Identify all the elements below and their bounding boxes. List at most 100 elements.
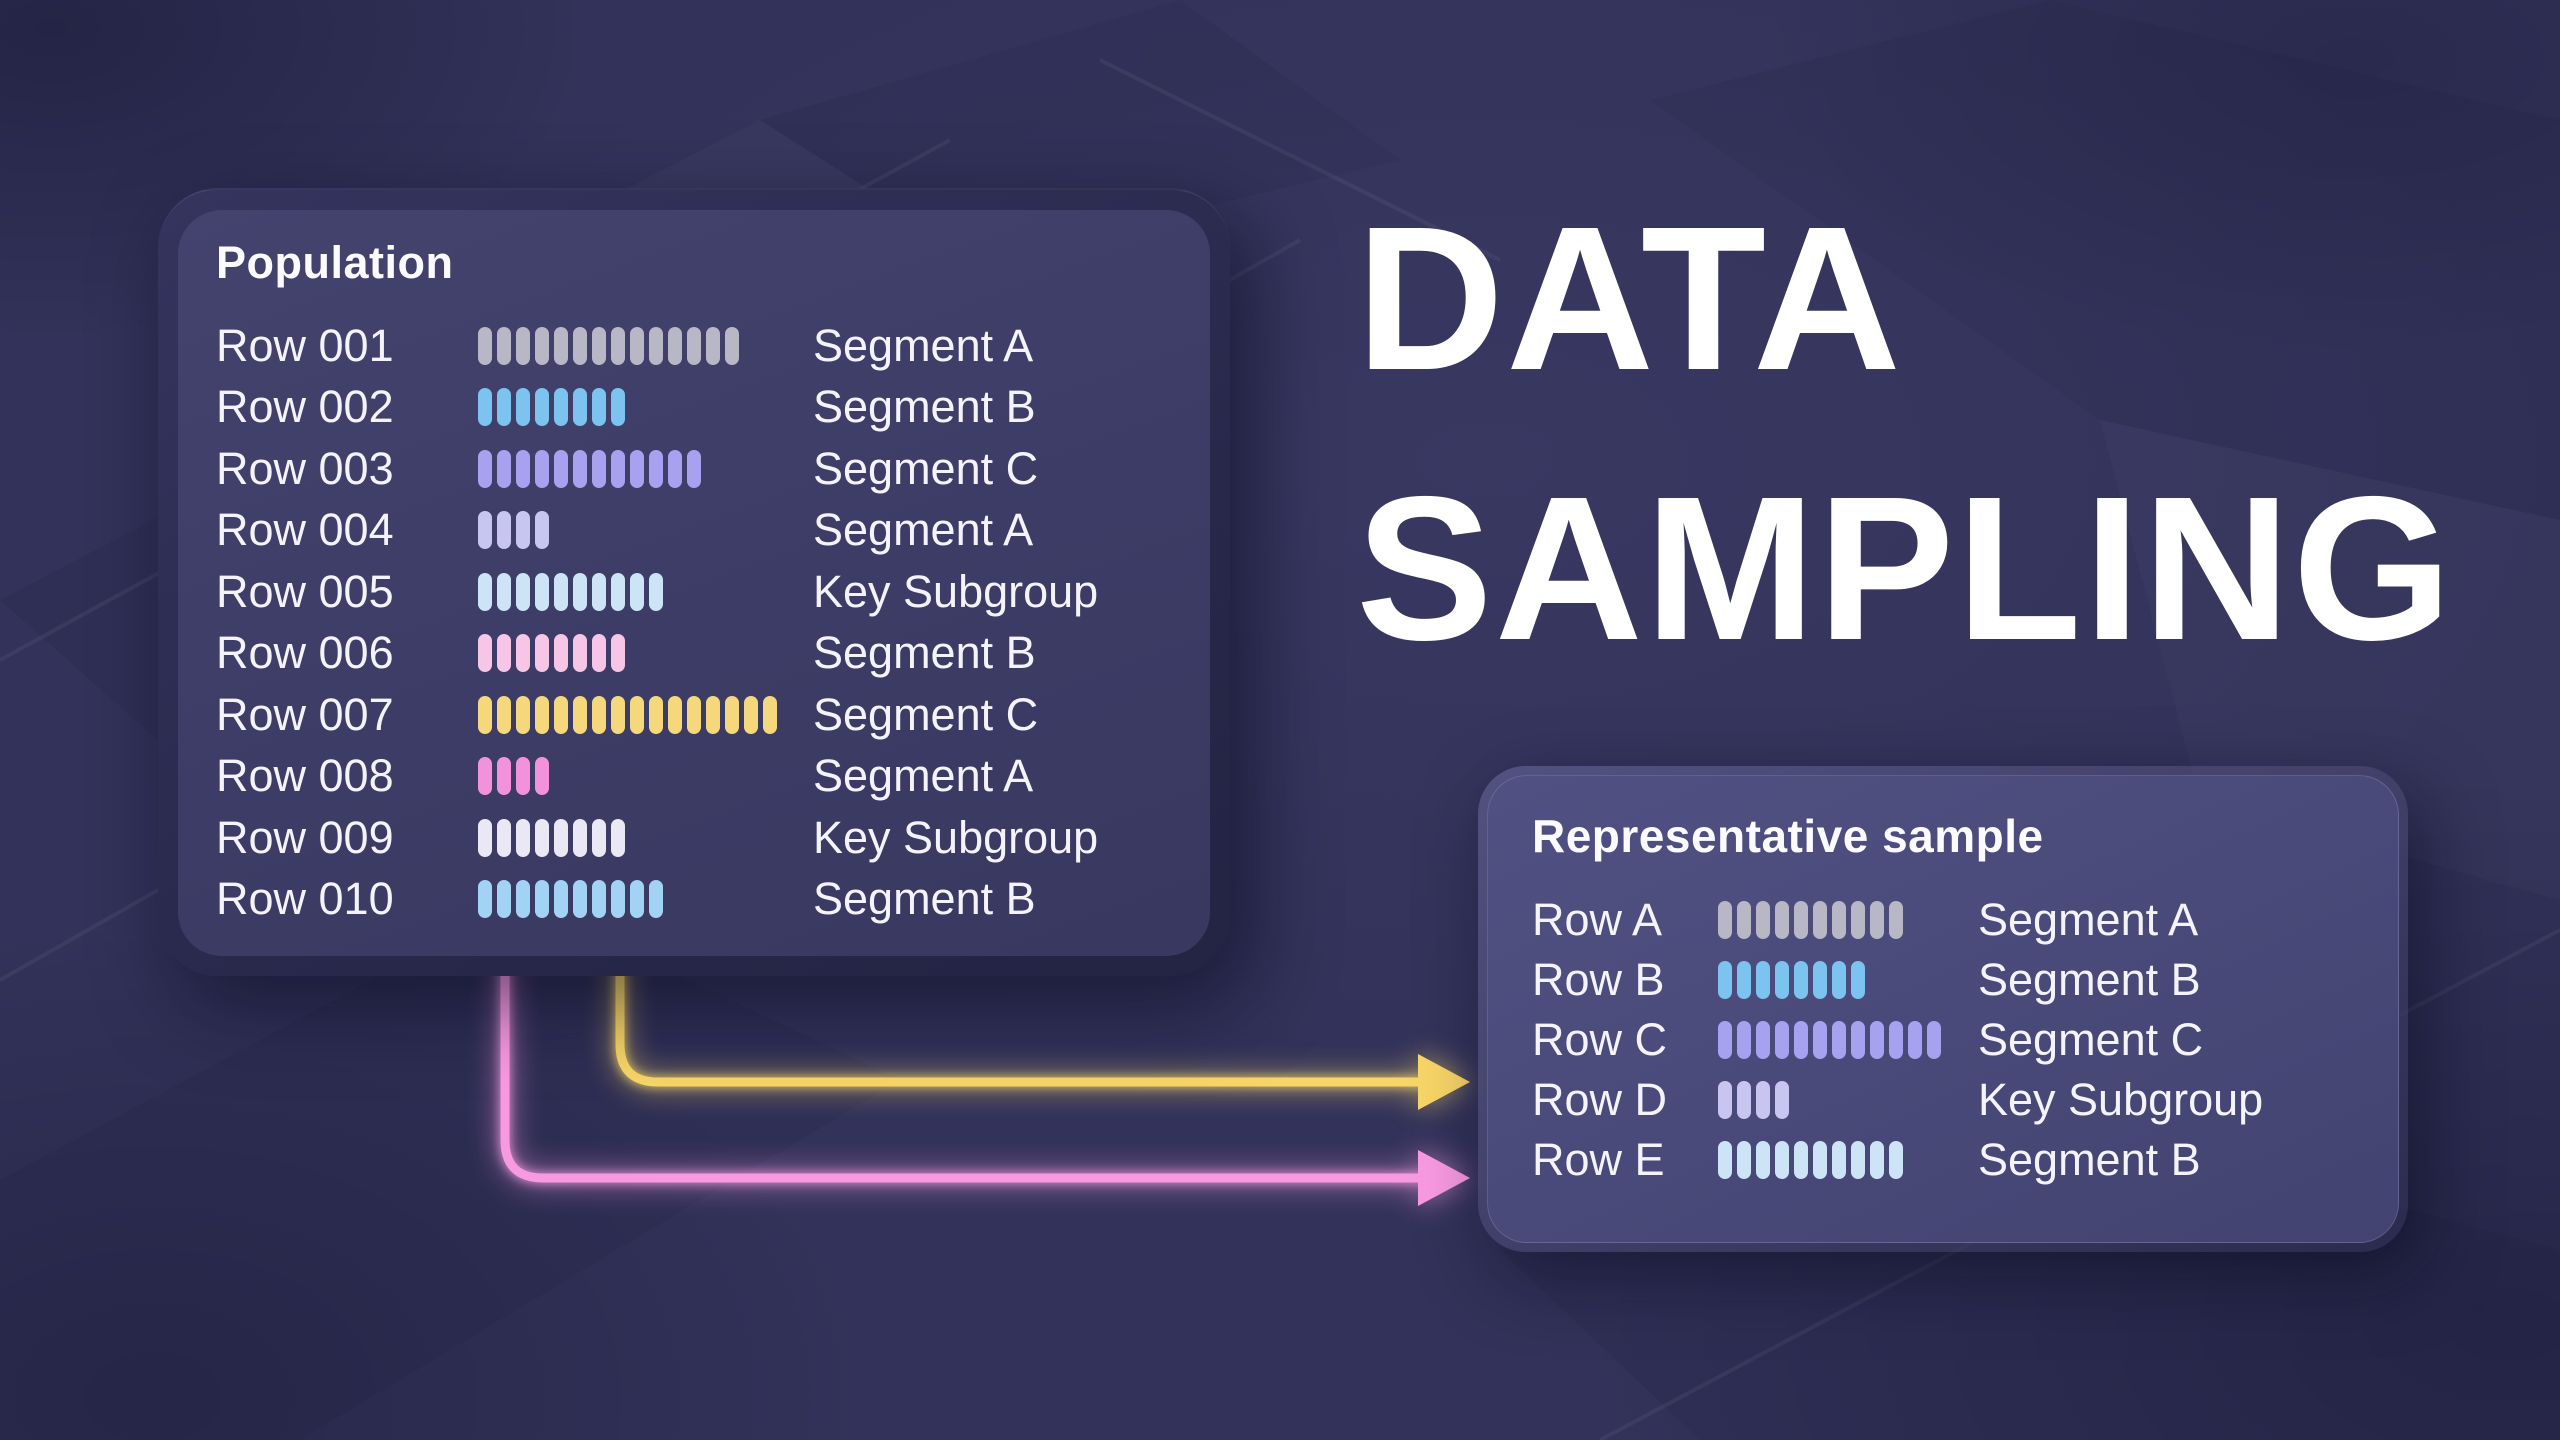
row-label: Row 003 bbox=[216, 442, 394, 494]
tick bbox=[1756, 961, 1770, 999]
tick bbox=[497, 695, 511, 734]
pink-arrow bbox=[497, 952, 1472, 1208]
tick-bar bbox=[478, 449, 813, 488]
tick bbox=[554, 449, 568, 488]
row-label: Row 007 bbox=[216, 688, 394, 740]
tick bbox=[573, 634, 587, 673]
tick bbox=[535, 326, 549, 365]
segment-label: Segment A bbox=[813, 504, 1034, 556]
tick bbox=[554, 818, 568, 857]
tick-bar bbox=[478, 634, 813, 673]
tick bbox=[497, 388, 511, 427]
row-label: Row 010 bbox=[216, 873, 394, 925]
tick bbox=[611, 388, 625, 427]
segment-label: Key Subgroup bbox=[813, 811, 1099, 863]
row-label: Row E bbox=[1532, 1134, 1665, 1185]
tick bbox=[1737, 1141, 1751, 1179]
row-label: Row 008 bbox=[216, 750, 394, 802]
tick bbox=[1870, 1021, 1884, 1059]
tick-bar bbox=[1718, 901, 1978, 939]
tick bbox=[630, 695, 644, 734]
tick bbox=[497, 818, 511, 857]
tick bbox=[1832, 1021, 1846, 1059]
tick bbox=[592, 818, 606, 857]
tick bbox=[668, 326, 682, 365]
tick-bar bbox=[478, 511, 813, 550]
tick bbox=[706, 326, 720, 365]
tick bbox=[668, 695, 682, 734]
pink-arrowhead bbox=[1418, 1150, 1470, 1206]
segment-label: Segment C bbox=[1978, 1014, 2204, 1065]
page-title: DATA SAMPLING bbox=[1356, 164, 2454, 704]
tick bbox=[1851, 901, 1865, 939]
segment-label: Segment A bbox=[813, 750, 1034, 802]
tick bbox=[611, 326, 625, 365]
tick bbox=[1794, 961, 1808, 999]
tick bbox=[1756, 901, 1770, 939]
tick bbox=[1832, 901, 1846, 939]
tick bbox=[592, 634, 606, 673]
tick bbox=[497, 880, 511, 919]
tick bbox=[592, 388, 606, 427]
row-label: Row B bbox=[1532, 954, 1665, 1005]
tick bbox=[1813, 961, 1827, 999]
tick bbox=[516, 511, 530, 550]
row-label: Row D bbox=[1532, 1074, 1668, 1125]
tick bbox=[554, 634, 568, 673]
tick bbox=[535, 449, 549, 488]
tick bbox=[630, 572, 644, 611]
tick bbox=[706, 695, 720, 734]
tick bbox=[535, 880, 549, 919]
tick bbox=[478, 634, 492, 673]
tick bbox=[535, 511, 549, 550]
tick bbox=[516, 388, 530, 427]
tick bbox=[478, 388, 492, 427]
tick-bar bbox=[1718, 961, 1978, 999]
tick bbox=[573, 449, 587, 488]
tick bbox=[497, 572, 511, 611]
tick bbox=[1775, 901, 1789, 939]
tick-bar bbox=[1718, 1081, 1978, 1119]
tick bbox=[478, 511, 492, 550]
yellow-arrowhead bbox=[1418, 1054, 1470, 1110]
tick bbox=[497, 326, 511, 365]
segment-label: Key Subgroup bbox=[1978, 1074, 2264, 1125]
data-row: Row D Key Subgroup bbox=[1532, 1070, 2398, 1130]
tick-bar bbox=[478, 818, 813, 857]
row-label: Row 002 bbox=[216, 381, 394, 433]
tick bbox=[535, 818, 549, 857]
row-label: Row 001 bbox=[216, 319, 394, 371]
tick bbox=[649, 326, 663, 365]
tick bbox=[516, 880, 530, 919]
tick-bar bbox=[478, 572, 813, 611]
tick bbox=[478, 326, 492, 365]
tick bbox=[535, 695, 549, 734]
tick bbox=[516, 634, 530, 673]
page-title-line2: SAMPLING bbox=[1356, 454, 2454, 683]
data-row: Row 008 Segment A bbox=[216, 746, 1210, 808]
tick bbox=[1756, 1081, 1770, 1119]
row-label: Row 006 bbox=[216, 627, 394, 679]
tick bbox=[554, 695, 568, 734]
tick bbox=[516, 449, 530, 488]
yellow-arrow bbox=[612, 952, 1472, 1112]
segment-label: Key Subgroup bbox=[813, 565, 1099, 617]
tick bbox=[1794, 1141, 1808, 1179]
tick bbox=[554, 388, 568, 427]
tick bbox=[687, 326, 701, 365]
tick bbox=[1737, 901, 1751, 939]
tick bbox=[1756, 1021, 1770, 1059]
tick bbox=[554, 880, 568, 919]
tick bbox=[535, 388, 549, 427]
tick bbox=[535, 634, 549, 673]
tick bbox=[649, 695, 663, 734]
